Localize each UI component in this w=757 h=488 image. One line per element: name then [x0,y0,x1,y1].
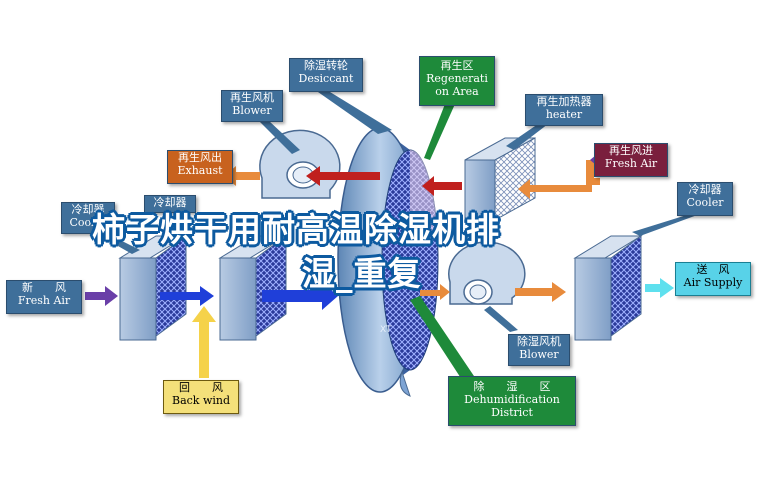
label-cooler-right: 冷却器 Cooler [677,182,733,216]
label-regeneration-en1: Regenerati [426,72,488,85]
label-desiccant-en: Desiccant [298,72,354,85]
label-fresh-air-regen-cn: 再生风进 [609,144,653,157]
label-exhaust: 再生风出 Exhaust [167,150,233,184]
label-regen-heater: 再生加热器 heater [525,94,603,126]
label-regeneration: 再生区 Regenerati on Area [419,56,495,106]
watermark-line1: 柿子烘干用耐高温除湿机排 [92,210,500,249]
label-cooler-mid: 冷却器 [144,195,196,213]
label-process-blower-cn: 除湿风机 [517,335,561,348]
label-regen-heater-cn: 再生加热器 [536,95,592,108]
label-regen-blower: 再生风机 Blower [221,90,283,122]
label-regen-heater-en: heater [545,108,583,121]
label-air-supply-cn: 送 风 [696,263,730,276]
label-dehumidification-en2: District [491,406,533,419]
label-fresh-air-regen: 再生风进 Fresh Air [594,143,668,177]
label-back-wind-cn: 回 风 [179,381,223,394]
label-desiccant: 除湿转轮 Desiccant [289,58,363,92]
label-back-wind-en: Back wind [171,394,231,407]
label-air-supply-en: Air Supply [683,276,743,289]
label-regen-blower-cn: 再生风机 [230,91,274,104]
label-fresh-air-cn: 新 风 [22,281,66,294]
cooler-box-right [573,235,643,341]
label-exhaust-en: Exhaust [177,164,223,177]
label-cooler-left-cn: 冷却器 [71,203,105,216]
label-back-wind: 回 风 Back wind [163,380,239,414]
label-fresh-air-regen-en: Fresh Air [604,157,658,170]
label-regeneration-en2: on Area [435,85,479,98]
label-regeneration-cn: 再生区 [440,59,474,72]
label-air-supply: 送 风 Air Supply [675,262,751,296]
label-cooler-right-en: Cooler [686,196,724,209]
label-exhaust-cn: 再生风出 [178,151,222,164]
label-dehumidification: 除 湿 区 Dehumidification District [448,376,576,426]
label-fresh-air: 新 风 Fresh Air [6,280,82,314]
label-dehumidification-cn: 除 湿 区 [473,380,551,393]
label-fresh-air-en: Fresh Air [17,294,71,307]
wheel-mark: XT [380,325,392,335]
pointer-lines [90,92,700,386]
process-blower-unit [448,241,526,305]
process-air-arrows [85,278,674,378]
watermark-line2: 湿_重复 [302,254,422,293]
label-cooler-left: 冷却器 Cooler [61,202,115,234]
label-dehumidification-en1: Dehumidification [464,393,560,406]
label-cooler-left-en: Cooler [69,216,107,229]
cooler-box-mid [218,235,288,341]
rotation-arrow [399,370,411,397]
label-cooler-mid-cn: 冷却器 [153,196,187,209]
label-desiccant-cn: 除湿转轮 [304,59,348,72]
label-cooler-right-cn: 冷却器 [688,183,722,196]
label-process-blower-en: Blower [519,348,559,361]
label-process-blower: 除湿风机 Blower [508,334,570,366]
cooler-box-left [118,235,188,341]
label-regen-blower-en: Blower [232,104,272,117]
regen-blower-unit [259,129,341,199]
regen-heater-unit [464,137,536,221]
watermark-title: 柿子烘干用耐高温除湿机排 湿_重复 [92,208,652,296]
